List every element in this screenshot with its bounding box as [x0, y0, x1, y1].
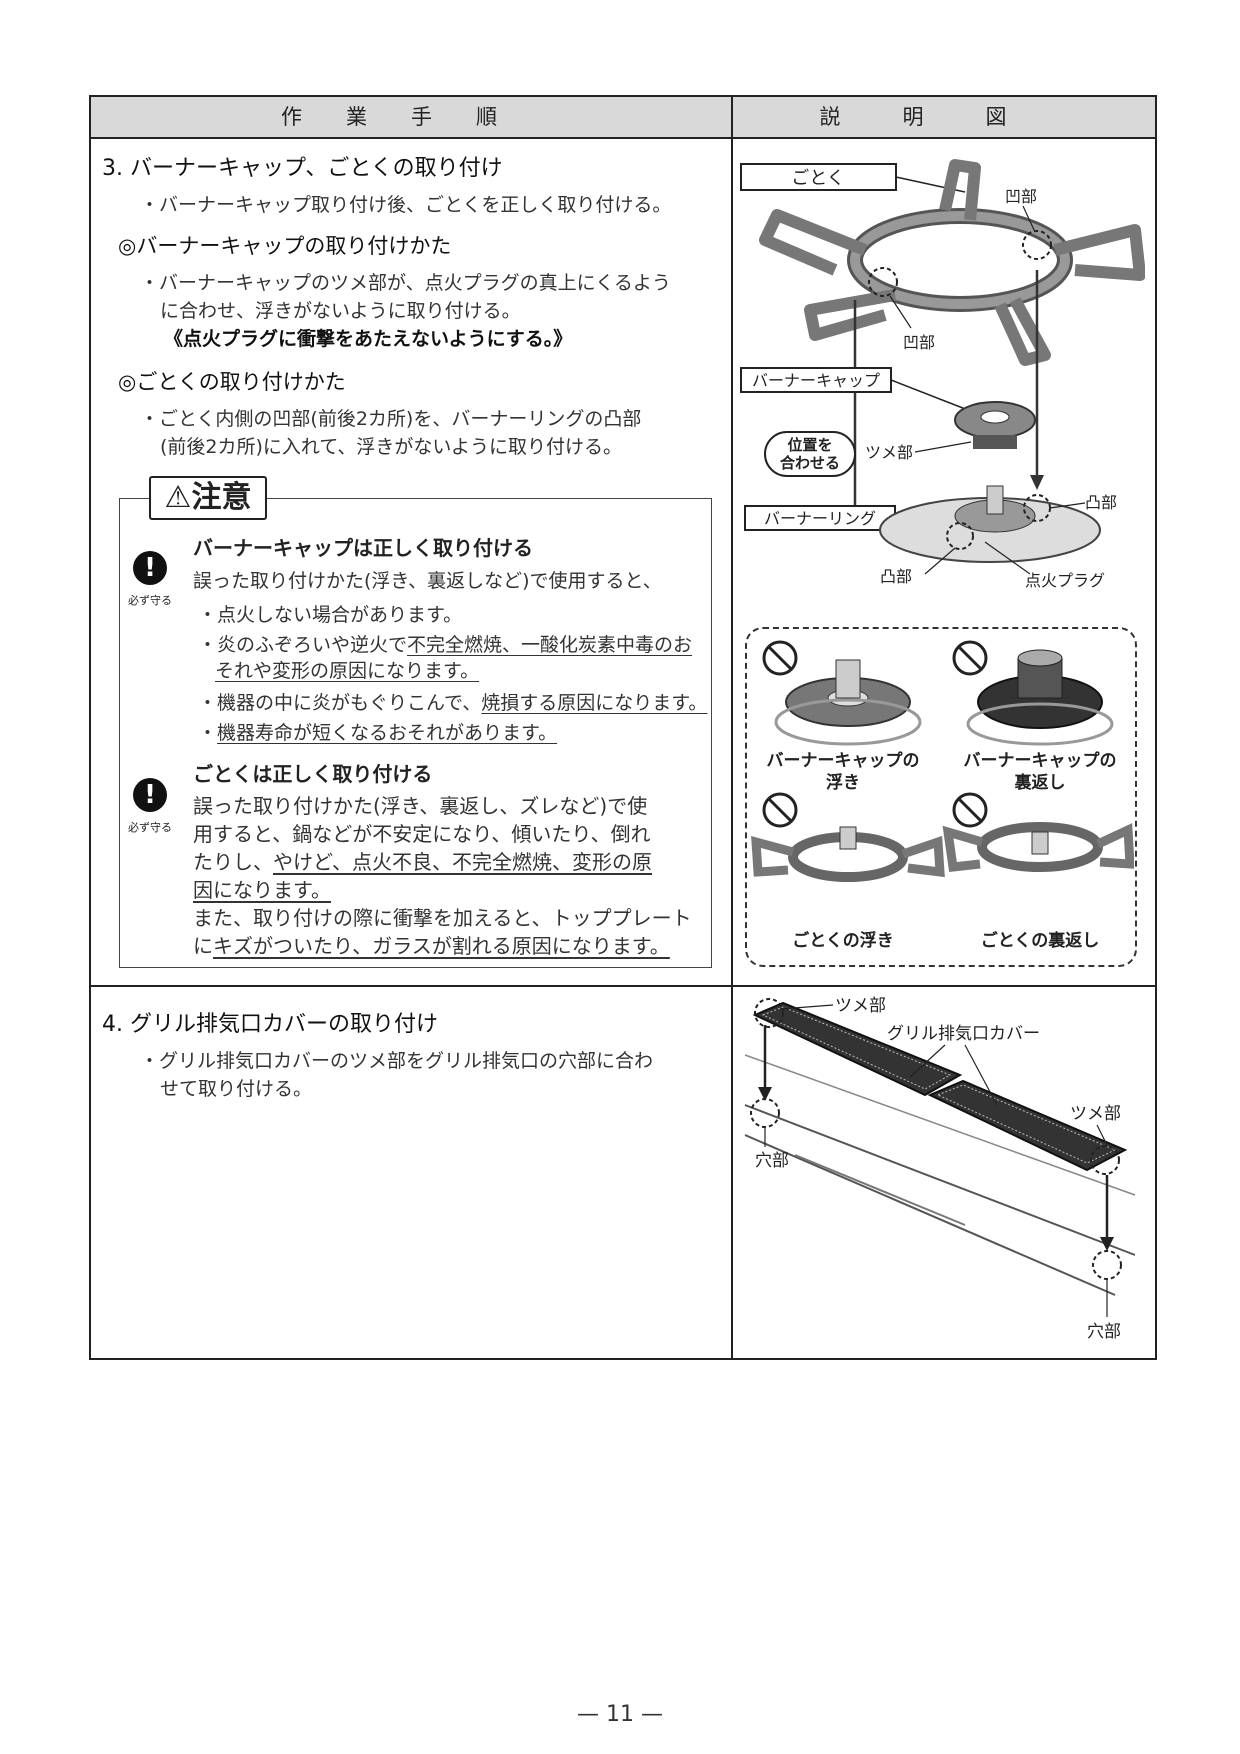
position-align-line1: 位置を: [787, 436, 832, 454]
cap-flip-label-2: 裏返し: [1014, 772, 1066, 792]
grill-cover-right: [927, 1079, 1128, 1172]
must-icon-1: !: [133, 551, 167, 585]
step4-title: 4. グリル排気口カバーの取り付け: [102, 1012, 438, 1037]
gotoku-flip-label: ごとくの裏返し: [981, 930, 1100, 950]
gotoku-label-box: [740, 163, 897, 191]
position-align-bubble: [764, 431, 856, 477]
caution-item1-lead: 誤った取り付けかた(浮き、裏返しなど)で使用すると、: [193, 570, 662, 592]
gotoku-label: ごとく: [791, 168, 844, 188]
prohibit-icon: [762, 792, 798, 828]
incorrect-examples-figure: バーナーキャップの 浮き バーナーキャップの 裏返し ごとくの浮き ごとくの裏返…: [751, 640, 1134, 950]
page-number: — 11 —: [577, 1702, 663, 1727]
caution-item2-l2: 用すると、鍋などが不安定になり、傾いたり、倒れ: [193, 822, 651, 846]
tsume-label-top: ツメ部: [835, 996, 886, 1015]
gotoku-float-label: ごとくの浮き: [792, 930, 894, 950]
cover-label: グリル排気口カバー: [887, 1024, 1040, 1043]
must-label-2: 必ず守る: [128, 821, 172, 834]
caution-item1-b1: ・点火しない場合があります。: [198, 604, 463, 626]
cap-flip-label-1: バーナーキャップの: [964, 750, 1117, 770]
step3-title: 3. バーナーキャップ、ごとくの取り付け: [102, 156, 503, 181]
totsubu-label-left: 凸部: [880, 568, 912, 586]
caution-item1-title: バーナーキャップは正しく取り付ける: [193, 536, 533, 560]
sub2-line2: (前後2カ所)に入れて、浮きがないように取り付ける。: [160, 436, 623, 458]
caution-item2-l6: にキズがついたり、ガラスが割れる原因になります。: [193, 934, 670, 958]
step4-line1: ・グリル排気口カバーのツメ部をグリル排気口の穴部に合わ: [140, 1050, 654, 1072]
prohibit-icon: [762, 640, 798, 676]
caution-item2-l4: 因になります。: [193, 878, 331, 902]
grill-cover-left: [752, 1001, 963, 1097]
sub1-line2: に合わせ、浮きがないように取り付ける。: [160, 300, 521, 322]
header-figure: 説明図: [819, 105, 1069, 129]
burner-cap-label-box: [740, 367, 892, 393]
column-divider: [731, 97, 733, 1358]
caution-title: ⚠注意: [149, 476, 267, 520]
caution-item2-l3: たりし、やけど、点火不良、不完全燃焼、変形の原: [193, 850, 652, 874]
totsubu-label-right: 凸部: [1085, 494, 1117, 512]
header-procedure: 作業手順: [281, 105, 541, 129]
caution-item1-b2b: それや変形の原因になります。: [215, 660, 480, 682]
tsume-label-right: ツメ部: [1070, 1104, 1121, 1123]
caution-item1-b3: ・機器の中に炎がもぐりこんで、焼損する原因になります。: [198, 692, 708, 714]
procedure-table: 作業手順 説明図: [89, 95, 1157, 1360]
prohibit-icon: [952, 640, 988, 676]
grill-cover-figure: ツメ部 グリル排気口カバー ツメ部 穴部 穴部: [744, 996, 1136, 1341]
caution-item1-b4: ・機器寿命が短くなるおそれがあります。: [198, 722, 558, 744]
caution-item2-l5: また、取り付けの際に衝撃を加えると、トッププレート: [193, 906, 692, 930]
oubu-label-top: 凹部: [1005, 188, 1037, 206]
sub2-title: ◎ごとくの取り付けかた: [118, 370, 346, 394]
plug-label: 点火プラグ: [1025, 572, 1105, 590]
cap-float-label-2: 浮き: [826, 772, 860, 792]
step4-line2: せて取り付ける。: [160, 1078, 313, 1100]
burner-assembly-figure: ごとく 凹部 凹部 バーナーキャップ 位置を 合わせる ツメ部 バーナーリング …: [740, 159, 1145, 590]
table-header: 作業手順 説明図: [91, 97, 1155, 139]
sub1-line1: ・バーナーキャップのツメ部が、点火プラグの真上にくるよう: [140, 272, 671, 294]
ana-label-right: 穴部: [1087, 1322, 1121, 1341]
burner-ring-label: バーナーリング: [764, 510, 876, 528]
step3-bullet: ・バーナーキャップ取り付け後、ごとくを正しく取り付ける。: [140, 194, 672, 216]
sub1-note: 《点火プラグに衝撃をあたえないようにする。》: [164, 328, 573, 350]
prohibit-icon: [952, 792, 988, 828]
caution-item1-b2a: ・炎のふぞろいや逆火で不完全燃焼、一酸化炭素中毒のお: [198, 634, 693, 656]
burner-cap-label: バーナーキャップ: [752, 372, 880, 390]
sub1-title: ◎バーナーキャップの取り付けかた: [118, 234, 452, 258]
incorrect-examples-box: [745, 627, 1137, 967]
must-label-1: 必ず守る: [128, 594, 172, 607]
ana-label-left: 穴部: [755, 1151, 789, 1170]
sub2-line1: ・ごとく内側の凹部(前後2カ所)を、バーナーリングの凸部: [140, 408, 642, 430]
caution-item2-title: ごとくは正しく取り付ける: [193, 762, 433, 786]
position-align-line2: 合わせる: [779, 454, 840, 472]
caution-box: [119, 498, 712, 968]
tsume-label: ツメ部: [865, 444, 913, 462]
row-divider: [91, 985, 1155, 987]
must-icon-2: !: [133, 778, 167, 812]
caution-item2-l1: 誤った取り付けかた(浮き、裏返し、ズレなど)で使: [193, 794, 648, 818]
oubu-label-bottom: 凹部: [903, 334, 935, 352]
cap-float-label-1: バーナーキャップの: [767, 750, 920, 770]
